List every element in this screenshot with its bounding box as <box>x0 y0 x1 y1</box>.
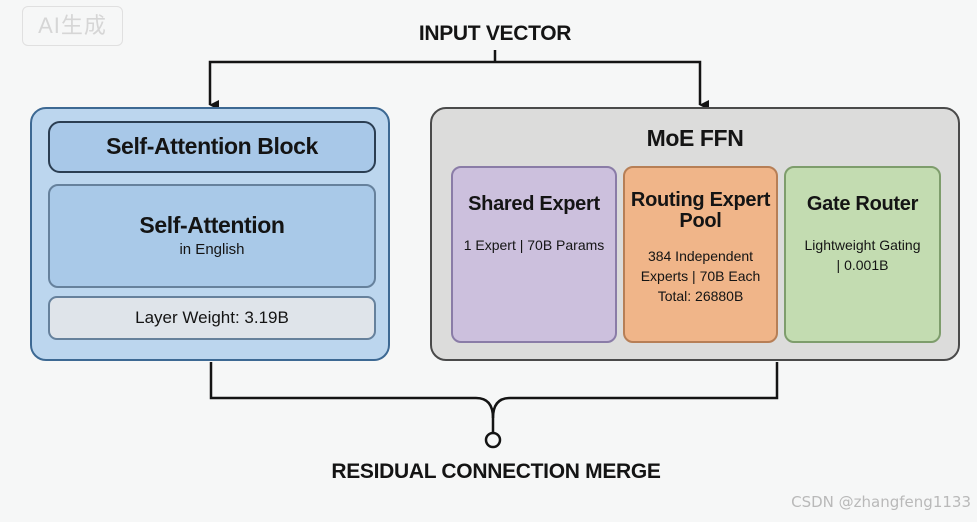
merge-node <box>484 431 502 449</box>
input-arrow-left <box>208 60 495 110</box>
routing-title-line: Pool <box>679 210 722 232</box>
gate-router-card: Gate Router Lightweight Gating | 0.001B <box>784 166 941 343</box>
merge-line-left <box>209 362 495 433</box>
routing-desc-line: 384 Independent <box>647 248 754 264</box>
input-arrow-right <box>495 60 709 110</box>
gate-router-line: Lightweight Gating <box>804 237 921 253</box>
routing-desc-line: Experts | 70B Each <box>640 268 761 284</box>
routing-title-line: Routing Expert <box>630 189 771 211</box>
routing-desc-line: Total: 26880B <box>657 288 744 304</box>
routing-expert-pool-title: Routing Expert Pool <box>625 190 776 232</box>
gate-router-line: | 0.001B <box>836 257 889 273</box>
layer-weight-box: Layer Weight: 3.19B <box>48 296 376 340</box>
input-vector-label: INPUT VECTOR <box>418 22 572 45</box>
shared-expert-title: Shared Expert <box>468 193 600 215</box>
shared-expert-card: Shared Expert 1 Expert | 70B Params <box>451 166 617 343</box>
ai-generated-badge: AI生成 <box>22 6 123 46</box>
self-attention-box: Self-Attention in English <box>48 184 376 288</box>
self-attention-subtitle: in English <box>179 241 245 258</box>
routing-expert-pool-desc: 384 Independent Experts | 70B Each Total… <box>625 246 776 306</box>
shared-expert-desc: 1 Expert | 70B Params <box>453 235 615 255</box>
routing-expert-pool-card: Routing Expert Pool 384 Independent Expe… <box>623 166 778 343</box>
self-attention-block-header: Self-Attention Block <box>48 121 376 173</box>
csdn-watermark: CSDN @zhangfeng1133 <box>791 493 971 511</box>
gate-router-title: Gate Router <box>806 193 919 215</box>
self-attention-title: Self-Attention <box>139 212 285 238</box>
gate-router-desc: Lightweight Gating | 0.001B <box>786 235 939 275</box>
shared-expert-line: 1 Expert | 70B Params <box>463 237 605 253</box>
merge-line-right <box>491 362 779 419</box>
moe-ffn-title: MoE FFN <box>646 125 744 151</box>
residual-merge-label: RESIDUAL CONNECTION MERGE <box>331 460 661 483</box>
